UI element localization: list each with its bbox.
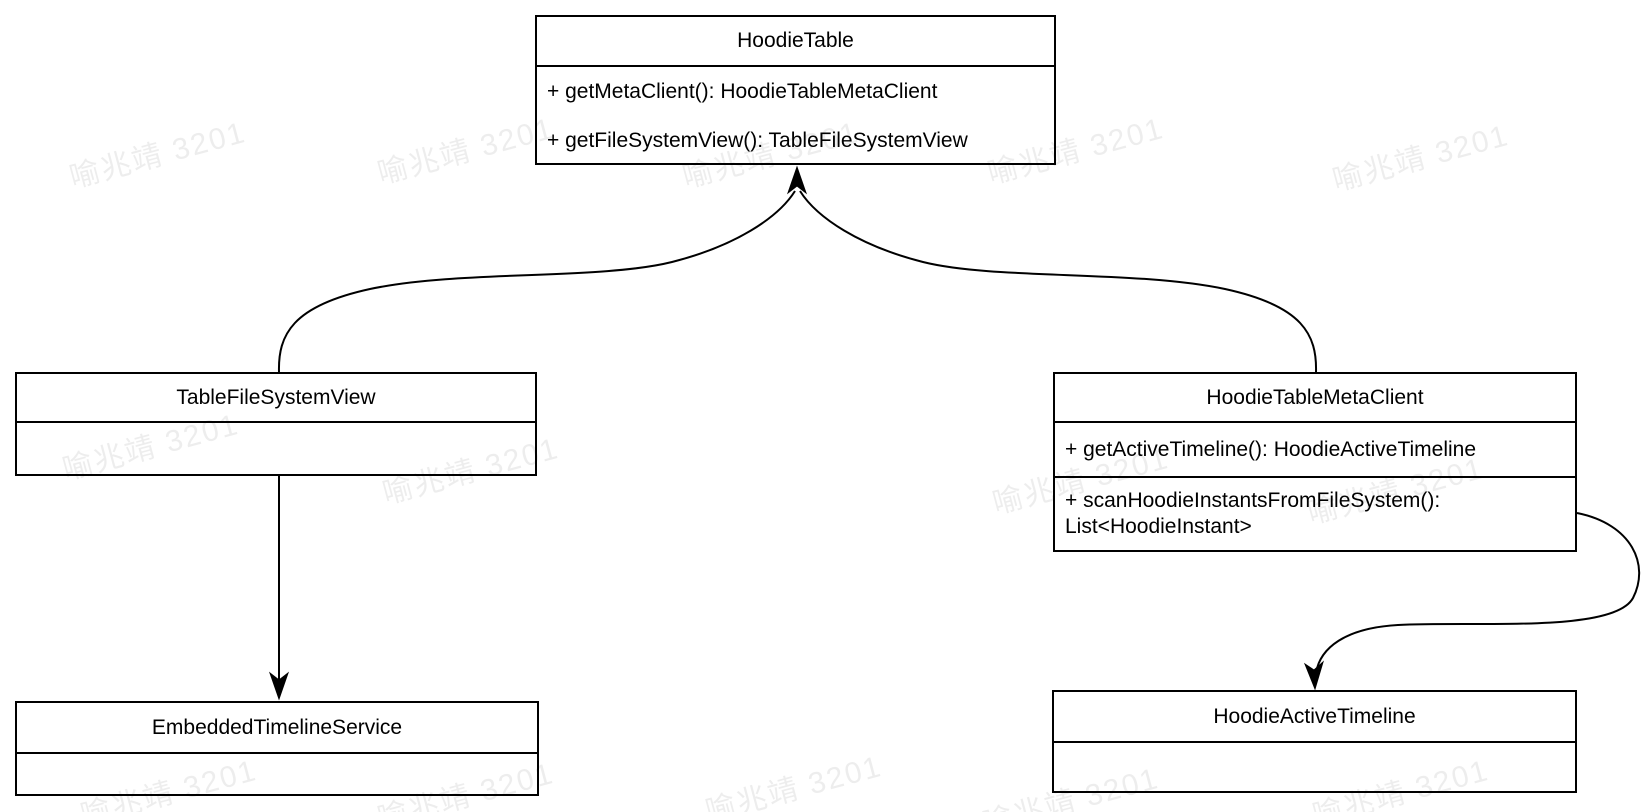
- watermark-text: 喻兆靖 3201: [1329, 119, 1513, 198]
- watermark-text: 喻兆靖 3201: [702, 750, 886, 812]
- class-hoodieactivetimeline: HoodieActiveTimeline: [1052, 690, 1577, 793]
- class-hoodietable-methods: + getMetaClient(): HoodieTableMetaClient…: [537, 67, 1054, 165]
- class-embeddedtimelineservice: EmbeddedTimelineService: [15, 701, 539, 796]
- watermark-text: 喻兆靖 3201: [374, 112, 558, 191]
- class-hoodietable-title: HoodieTable: [537, 17, 1054, 67]
- class-embeddedtimelineservice-title: EmbeddedTimelineService: [17, 703, 537, 754]
- method-scanhoodieinstantsfromfilesystem: + scanHoodieInstantsFromFileSystem(): Li…: [1065, 489, 1441, 538]
- class-embeddedtimelineservice-body-empty: [17, 754, 537, 794]
- class-tablefilesystemview-body-empty: [17, 423, 535, 474]
- class-hoodietablemetaclient-title: HoodieTableMetaClient: [1055, 374, 1575, 423]
- watermark-text: 喻兆靖 3201: [66, 116, 250, 195]
- class-tablefilesystemview: TableFileSystemView: [15, 372, 537, 476]
- method-getmetaclient: + getMetaClient(): HoodieTableMetaClient: [547, 80, 938, 103]
- method-getactivetimeline: + getActiveTimeline(): HoodieActiveTimel…: [1055, 423, 1575, 478]
- class-hoodieactivetimeline-body-empty: [1054, 743, 1575, 791]
- class-tablefilesystemview-title: TableFileSystemView: [17, 374, 535, 423]
- class-hoodieactivetimeline-title: HoodieActiveTimeline: [1054, 692, 1575, 743]
- class-hoodietable: HoodieTable + getMetaClient(): HoodieTab…: [535, 15, 1056, 165]
- class-hoodietablemetaclient: HoodieTableMetaClient + getActiveTimelin…: [1053, 372, 1577, 552]
- method-getfilesystemview: + getFileSystemView(): TableFileSystemVi…: [547, 129, 968, 152]
